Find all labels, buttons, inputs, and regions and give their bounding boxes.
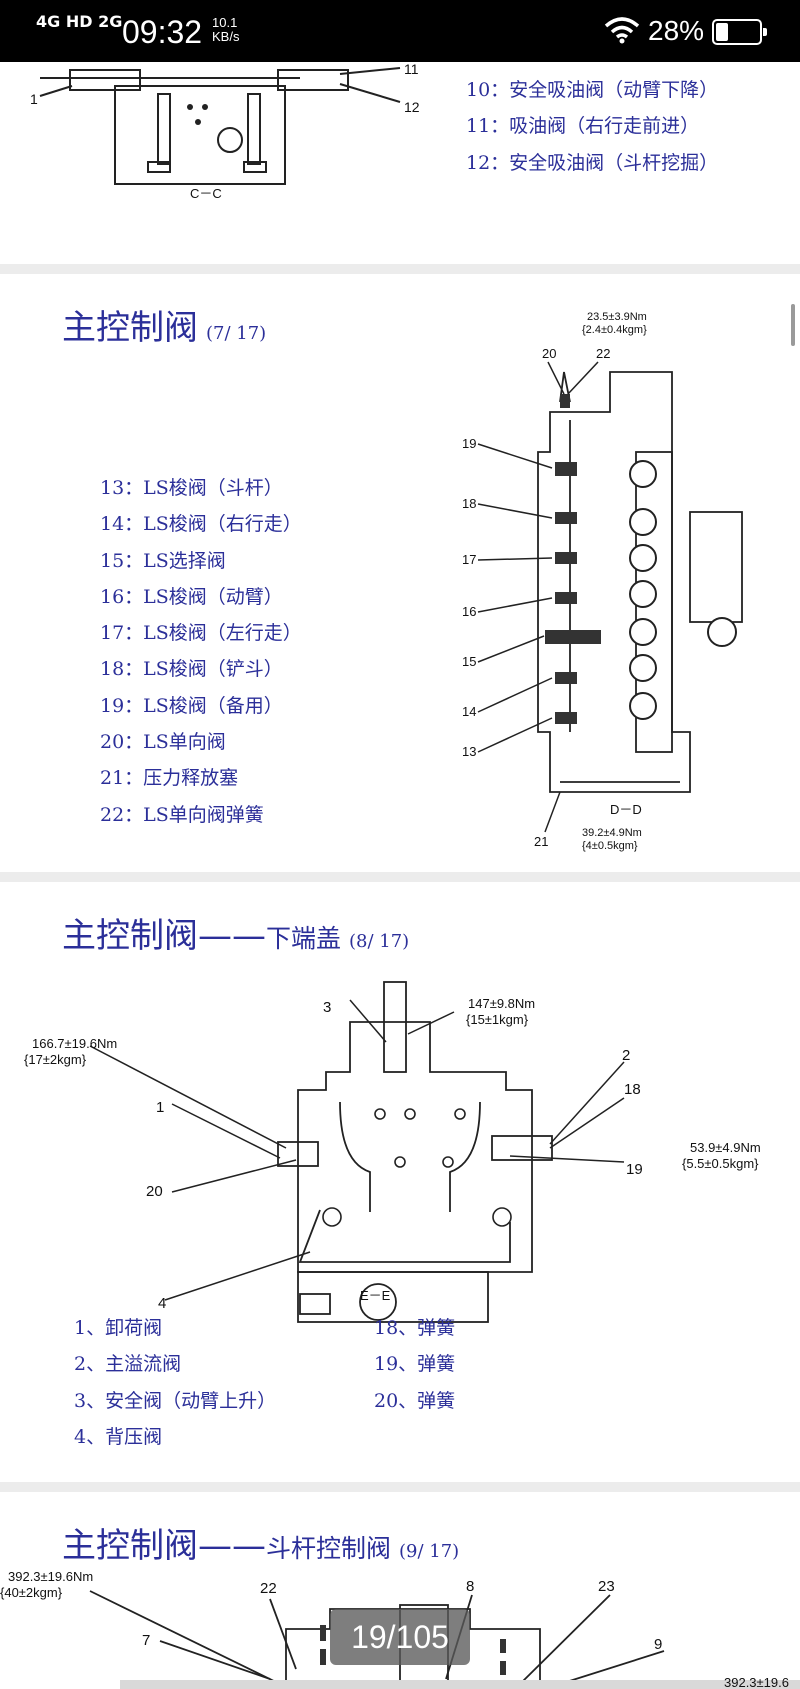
torque-c: 53.9±4.9Nm [690, 1140, 761, 1155]
legend-list: 10：安全吸油阀（动臂下降） 11：吸油阀（右行走前进） 12：安全吸油阀（斗杆… [466, 72, 718, 181]
legend-item: 11：吸油阀（右行走前进） [466, 115, 700, 138]
battery-icon [712, 19, 767, 45]
legend-item: 20：LS单向阀 [100, 731, 226, 754]
slide-8: 主控制阀——下端盖 (8/ 17) [0, 882, 800, 1482]
legend-item: 17：LS梭阀（左行走） [100, 622, 302, 645]
slide-7: 主控制阀 (7/ 17) 13：LS梭阀（斗杆） 14：LS梭阀（右行走） 15：… [0, 274, 800, 872]
callout-12: 12 [404, 99, 420, 115]
legend-item: 21：压力释放塞 [100, 767, 239, 790]
legend-list: 13：LS梭阀（斗杆） 14：LS梭阀（右行走） 15：LS选择阀 16：LS梭… [100, 470, 302, 833]
figure-label: D－D [610, 802, 642, 817]
title-main: 主控制阀—— [62, 1526, 266, 1566]
legend-item: 3、安全阀（动臂上升） [74, 1389, 277, 1412]
callout-2: 2 [622, 1047, 630, 1064]
callout-17: 17 [462, 552, 476, 567]
arm-control-diagram: 392.3±19.6Nm {40±2kgm} 22 8 23 7 9 392.3… [0, 1569, 800, 1689]
title-sub: 斗杆控制阀 [266, 1534, 392, 1563]
torque-b: 166.7±19.6Nm [32, 1036, 117, 1051]
callout-19: 19 [462, 436, 476, 451]
legend-item: 18：LS梭阀（铲斗） [100, 658, 283, 681]
clock: 09:32 [122, 14, 203, 50]
figure-label: C－C [190, 186, 222, 201]
callout-19: 19 [626, 1161, 643, 1178]
torque-top-kgm: {2.4±0.4kgm} [582, 324, 647, 336]
callout-4: 4 [158, 1295, 166, 1312]
legend-item: 19、弹簧 [374, 1353, 456, 1376]
legend-left: 1、卸荷阀 2、主溢流阀 3、安全阀（动臂上升） 4、背压阀 [74, 1310, 276, 1455]
callout-23: 23 [598, 1578, 615, 1595]
torque-c-kgm: {5.5±0.5kgm} [682, 1156, 759, 1171]
legend-item: 19：LS梭阀（备用） [100, 694, 283, 717]
title-main: 主控制阀 [62, 308, 198, 348]
legend-item: 15：LS选择阀 [100, 549, 226, 572]
torque-top: 23.5±3.9Nm [587, 311, 647, 323]
torque-a: 392.3±19.6Nm [8, 1569, 93, 1584]
callout-3: 3 [323, 999, 331, 1016]
legend-item: 12：安全吸油阀（斗杆挖掘） [466, 151, 719, 174]
wifi-icon [604, 17, 640, 44]
slide-6-bottom: 1 11 12 C－C 10：安全吸油阀（动臂下降） 11：吸油阀（右行走前进）… [0, 61, 800, 264]
legend-item: 13：LS梭阀（斗杆） [100, 477, 283, 499]
speed-value: 10.1 [212, 15, 238, 30]
network-speed: 10.1 KB/s [212, 16, 239, 44]
callout-11: 11 [404, 61, 419, 77]
legend-right: 18、弹簧 19、弹簧 20、弹簧 [374, 1310, 455, 1419]
callout-1: 1 [156, 1099, 164, 1116]
slide-title: 主控制阀——下端盖 (8/ 17) [62, 908, 409, 957]
torque-bottom-kgm: {4±0.5kgm} [582, 840, 638, 852]
legend-item: 10：安全吸油阀（动臂下降） [466, 79, 719, 101]
slide-title: 主控制阀——斗杆控制阀 (9/ 17) [62, 1518, 459, 1567]
speed-unit: KB/s [212, 29, 240, 44]
callout-15: 15 [462, 654, 476, 669]
callout-1: 1 [30, 91, 38, 107]
torque-b-kgm: {17±2kgm} [24, 1052, 87, 1067]
section-ee-diagram: 147±9.8Nm {15±1kgm} 166.7±19.6Nm {17±2kg… [24, 981, 761, 1323]
title-sub: 下端盖 [266, 924, 342, 953]
torque-a-kgm: {15±1kgm} [466, 1012, 529, 1027]
page-counter: 19/105 [330, 1609, 470, 1665]
page-indicator: (7/ 17) [206, 323, 267, 344]
callout-18: 18 [624, 1081, 641, 1098]
legend-item: 22：LS单向阀弹簧 [100, 803, 264, 826]
section-dd-diagram: 23.5±3.9Nm {2.4±0.4kgm} 20 22 19 18 17 1… [462, 311, 743, 852]
callout-16: 16 [462, 604, 476, 619]
slide-title: 主控制阀 (7/ 17) [62, 300, 266, 349]
callout-20: 20 [542, 346, 556, 361]
legend-item: 1、卸荷阀 [74, 1317, 163, 1339]
torque-a-kgm: {40±2kgm} [0, 1585, 63, 1600]
status-bar: 4G HD 2G 09:32 10.1 KB/s 28% [0, 0, 800, 62]
torque-bottom: 39.2±4.9Nm [582, 827, 642, 839]
callout-8: 8 [466, 1578, 474, 1595]
legend-item: 20、弹簧 [374, 1389, 456, 1412]
battery-percent: 28% [648, 15, 705, 46]
network-indicator: 4G HD 2G [36, 12, 123, 31]
callout-13: 13 [462, 744, 476, 759]
legend-item: 16：LS梭阀（动臂） [100, 585, 283, 608]
torque-b: 392.3±19.6 [724, 1675, 789, 1689]
callout-20: 20 [146, 1183, 163, 1200]
callout-9: 9 [654, 1636, 662, 1653]
callout-7: 7 [142, 1632, 150, 1649]
legend-item: 18、弹簧 [374, 1317, 456, 1339]
section-cc-diagram: 1 11 12 C－C [30, 61, 420, 201]
callout-14: 14 [462, 704, 476, 719]
page-indicator: (9/ 17) [399, 1541, 460, 1562]
legend-item: 4、背压阀 [74, 1425, 163, 1448]
scrollbar[interactable] [791, 304, 795, 346]
torque-a: 147±9.8Nm [468, 996, 535, 1011]
page-indicator: (8/ 17) [349, 931, 410, 952]
callout-21: 21 [534, 834, 548, 849]
legend-item: 2、主溢流阀 [74, 1353, 182, 1376]
callout-22: 22 [596, 346, 610, 361]
callout-18: 18 [462, 496, 476, 511]
legend-item: 14：LS梭阀（右行走） [100, 513, 302, 536]
figure-label: E－E [360, 1288, 391, 1303]
callout-22: 22 [260, 1580, 277, 1597]
title-main: 主控制阀—— [62, 916, 266, 956]
